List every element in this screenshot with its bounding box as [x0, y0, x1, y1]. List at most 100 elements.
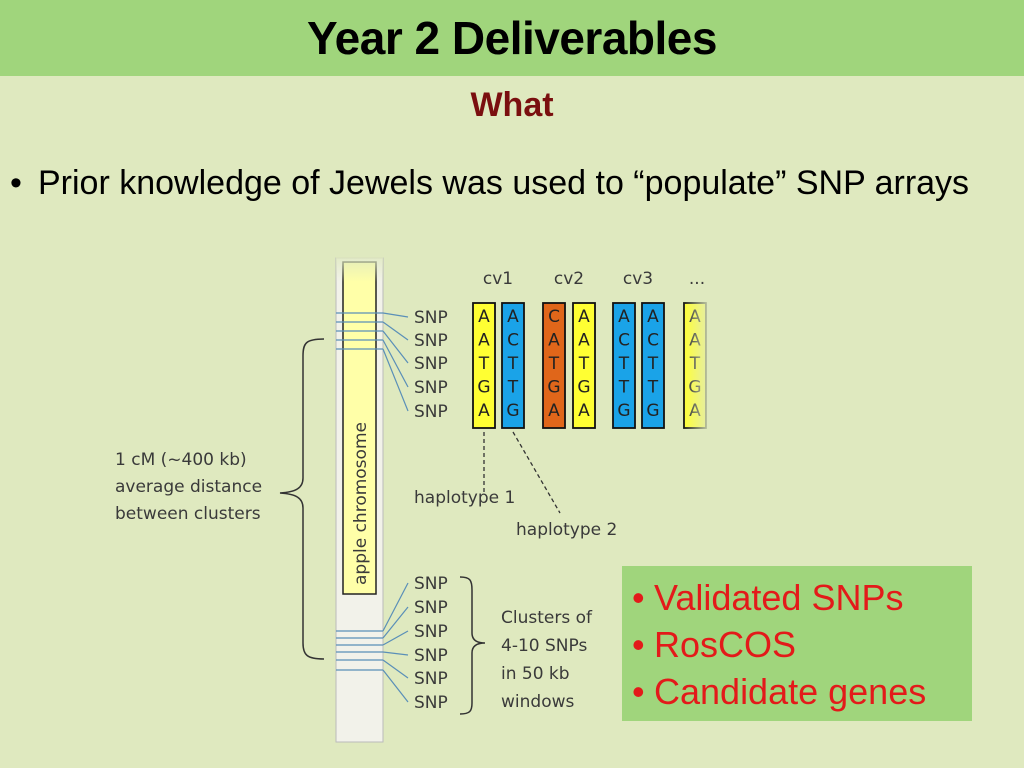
highlight-text: RosCOS — [654, 624, 797, 665]
snp-label: SNP — [414, 308, 448, 328]
nucleotide-letter: G — [547, 378, 560, 398]
cv-header-3: cv3 — [623, 269, 653, 289]
distance-label-line: average distance — [115, 477, 262, 497]
highlight-text: Candidate genes — [654, 671, 927, 712]
nucleotide-letter: A — [578, 401, 590, 421]
title-bar: Year 2 Deliverables — [0, 0, 1024, 76]
nucleotide-letter: C — [647, 331, 659, 351]
haplotype-1-label: haplotype 1 — [414, 488, 515, 508]
nucleotide-letter: T — [548, 354, 560, 374]
nucleotide-letter: A — [548, 401, 560, 421]
nucleotide-letter: T — [647, 354, 659, 374]
nucleotide-letter: T — [647, 378, 659, 398]
nucleotide-letter: T — [618, 354, 630, 374]
snp-label: SNP — [414, 598, 448, 618]
distance-brace — [279, 338, 325, 660]
chromosome-body — [342, 261, 377, 595]
nucleotide-letter: T — [507, 378, 519, 398]
haplotype-2-label: haplotype 2 — [516, 520, 617, 540]
slide-subtitle: What — [470, 86, 554, 124]
cv-header-more: ... — [689, 269, 705, 289]
distance-label-line: between clusters — [115, 504, 261, 524]
snp-label: SNP — [414, 669, 448, 689]
chromosome-label: apple chromosome — [351, 422, 371, 585]
snp-label: SNP — [414, 331, 448, 351]
snp-connector — [382, 582, 409, 632]
snp-label: SNP — [414, 574, 448, 594]
sequence-column-box — [472, 302, 496, 429]
cv-header-2: cv2 — [554, 269, 584, 289]
snp-connector — [382, 312, 409, 318]
nucleotide-letter: T — [618, 378, 630, 398]
nucleotide-letter: A — [548, 331, 560, 351]
nucleotide-letter: A — [578, 331, 590, 351]
highlight-bullet: • — [632, 624, 645, 665]
chromosome-fade — [336, 252, 383, 282]
bullet-dot: • — [10, 164, 22, 202]
snp-connector — [382, 321, 409, 341]
nucleotide-letter: A — [478, 307, 490, 327]
sequence-column-box — [641, 302, 665, 429]
cluster-label-line: windows — [501, 692, 574, 712]
highlight-item: •RosCOS — [632, 621, 926, 668]
sequence-column-box — [612, 302, 636, 429]
highlight-bullet: • — [632, 577, 645, 618]
distance-label-line: 1 cM (~400 kb) — [115, 450, 247, 470]
snp-label: SNP — [414, 622, 448, 642]
snp-connector — [382, 339, 409, 388]
highlight-bullet: • — [632, 671, 645, 712]
cluster-label-line: 4-10 SNPs — [501, 636, 587, 656]
highlights-list: •Validated SNPs•RosCOS•Candidate genes — [632, 574, 926, 715]
snp-connector — [382, 630, 409, 646]
highlights-box: •Validated SNPs•RosCOS•Candidate genes — [622, 566, 972, 721]
cluster-brace — [459, 576, 486, 715]
snp-label: SNP — [414, 693, 448, 713]
haplotype-2-pointer — [512, 431, 561, 514]
nucleotide-letter: C — [507, 331, 519, 351]
snp-label: SNP — [414, 646, 448, 666]
highlight-item: •Validated SNPs — [632, 574, 926, 621]
snp-label: SNP — [414, 354, 448, 374]
cluster-label-line: in 50 kb — [501, 664, 570, 684]
nucleotide-letter: T — [578, 354, 590, 374]
nucleotide-letter: G — [506, 401, 519, 421]
nucleotide-letter: C — [618, 331, 630, 351]
snp-label: SNP — [414, 378, 448, 398]
nucleotide-letter: T — [478, 354, 490, 374]
cluster-label-line: Clusters of — [501, 608, 593, 628]
nucleotide-letter: A — [578, 307, 590, 327]
nucleotide-letter: A — [507, 307, 519, 327]
snp-connector — [382, 330, 409, 364]
sequence-column-box — [542, 302, 566, 429]
cv-header-1: cv1 — [483, 269, 513, 289]
nucleotide-letter: A — [478, 401, 490, 421]
nucleotide-letter: C — [548, 307, 560, 327]
nucleotide-letter: G — [646, 401, 659, 421]
nucleotide-letter: G — [477, 378, 490, 398]
snp-label: SNP — [414, 402, 448, 422]
nucleotide-letter: T — [507, 354, 519, 374]
highlight-item: •Candidate genes — [632, 668, 926, 715]
snp-connector — [382, 659, 409, 679]
nucleotide-letter: G — [577, 378, 590, 398]
slide-title: Year 2 Deliverables — [307, 12, 717, 64]
snp-connector — [382, 348, 409, 412]
nucleotide-letter: A — [478, 331, 490, 351]
highlight-text: Validated SNPs — [654, 577, 904, 618]
sequence-column-box — [501, 302, 525, 429]
bullet-text: Prior knowledge of Jewels was used to “p… — [38, 164, 970, 202]
chromosome: apple chromosome — [335, 252, 384, 743]
snp-connector — [382, 606, 409, 639]
snp-connector — [382, 651, 409, 656]
nucleotide-letter: G — [617, 401, 630, 421]
snp-connector — [382, 669, 409, 703]
sequence-column-box — [572, 302, 596, 429]
columns-fade — [683, 298, 713, 438]
